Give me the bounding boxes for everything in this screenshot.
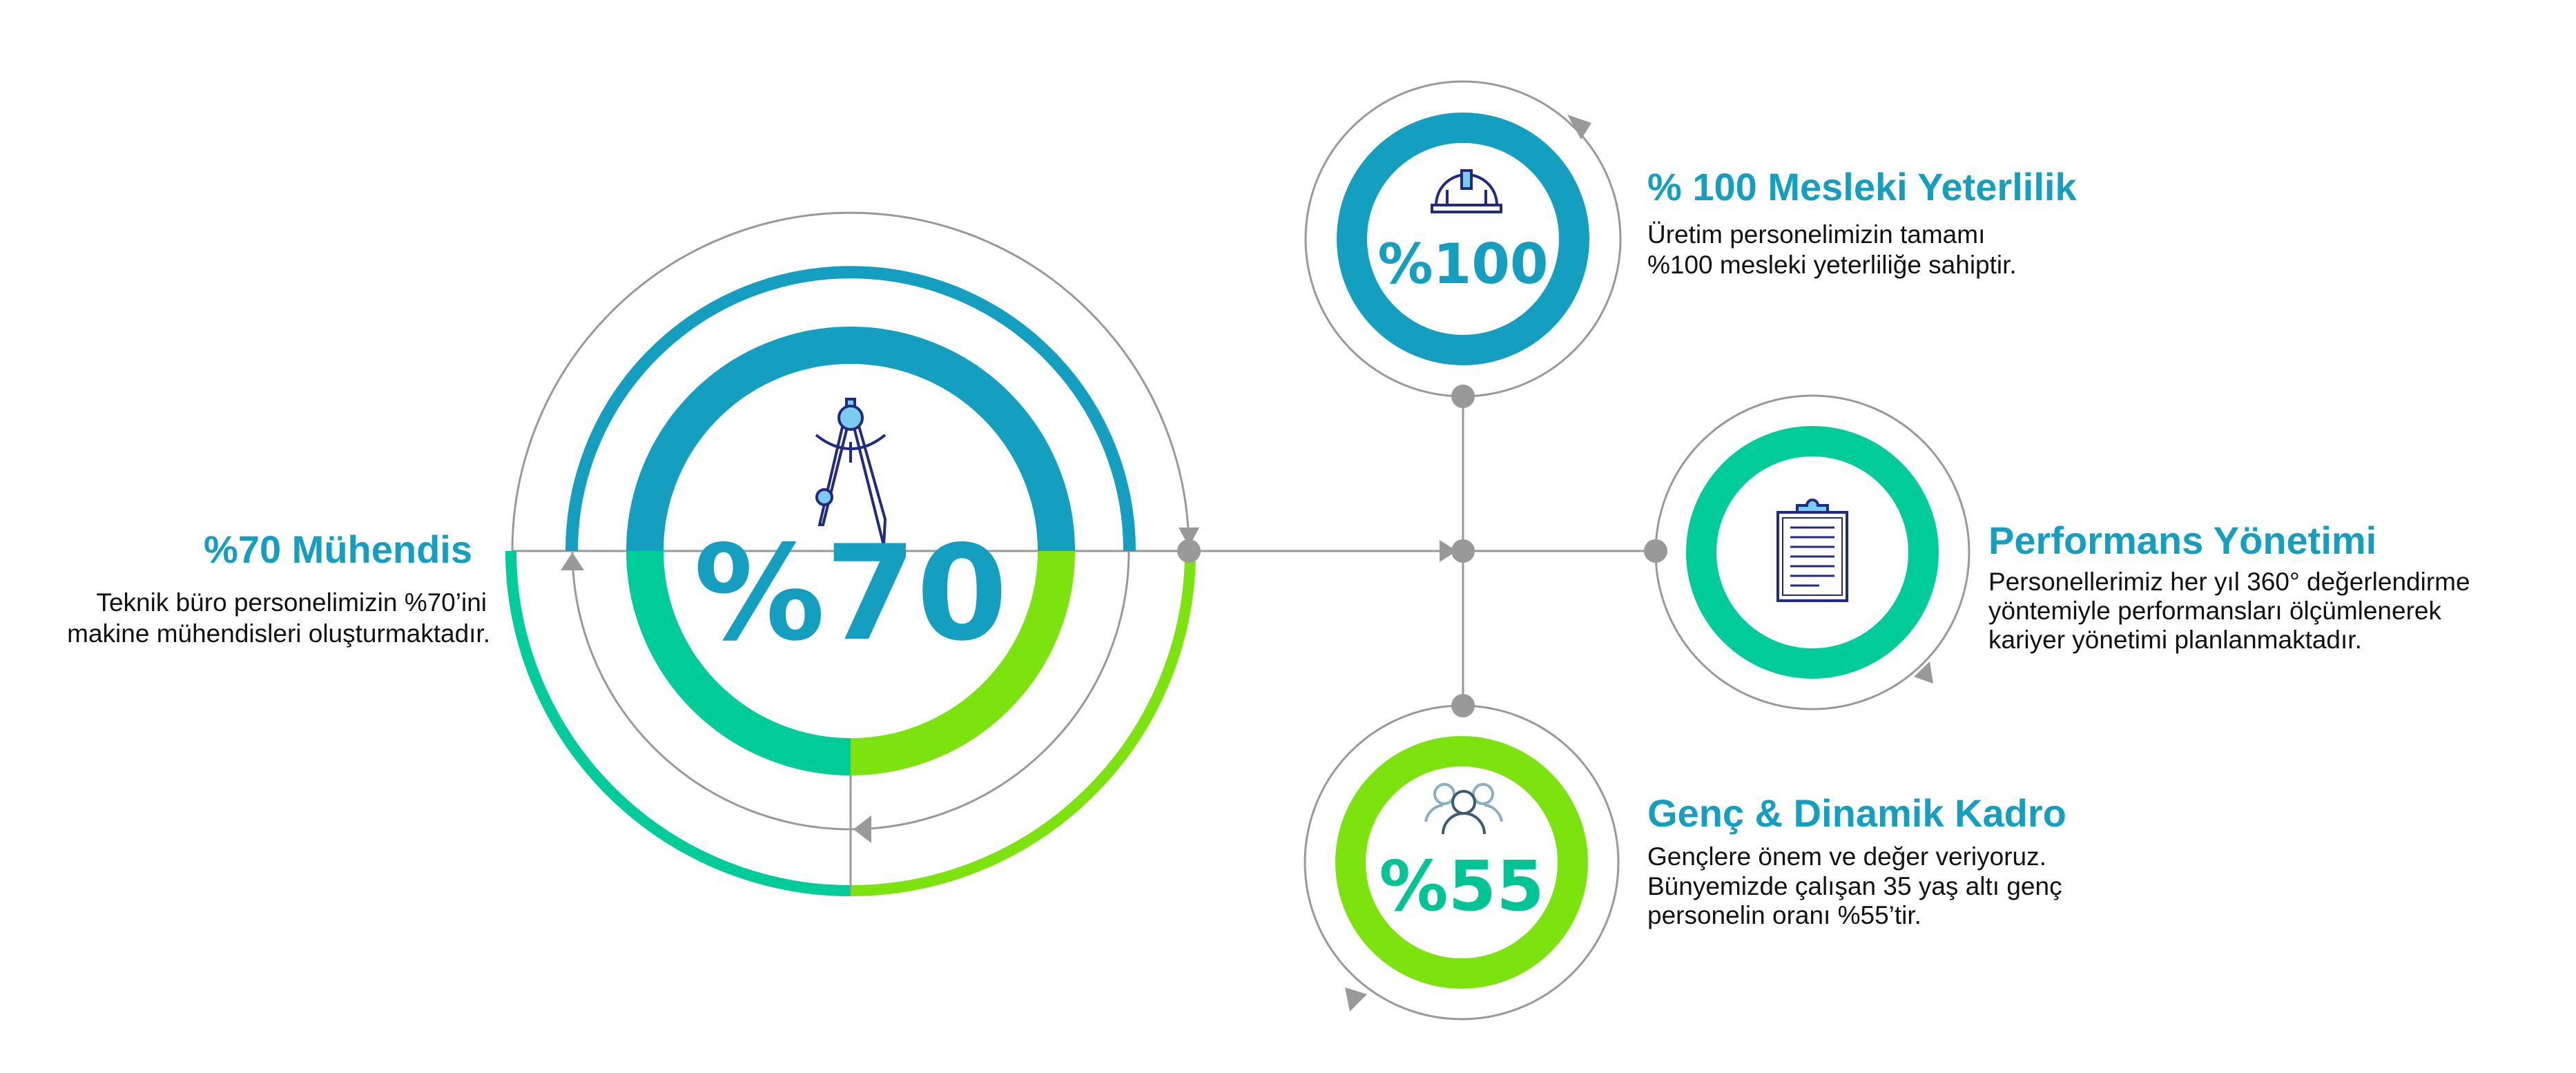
item-line: personelin oranı %55’tir. — [1647, 901, 1921, 929]
ring-teal — [1686, 426, 1939, 679]
orbit-circle — [1304, 704, 1620, 1021]
orbit-circle — [1654, 394, 1970, 710]
arrow-icon — [1567, 115, 1591, 139]
ring-top-blue — [565, 266, 1136, 552]
hub-dot — [1451, 539, 1475, 563]
orbit-circle — [1304, 80, 1622, 398]
item-line: Gençlere önem ve değer veriyoruz. — [1647, 842, 2046, 871]
item-line: Üretim personelimizin tamamı — [1647, 220, 1985, 249]
thick-ring-teal — [626, 550, 851, 775]
item-performans: Performans Yönetimi Personellerimiz her … — [1654, 394, 2470, 710]
item-line: Personellerimiz her yıl 360° değerlendir… — [1988, 568, 2470, 596]
people-icon — [1424, 783, 1503, 835]
item-title: % 100 Mesleki Yeterlilik — [1647, 165, 2077, 209]
item-genc-kadro: %55 Genç & Dinamik Kadro Gençlere önem v… — [1304, 704, 2066, 1021]
item-mesleki-yeterlilik: %100 % 100 Mesleki Yeterlilik Üretim per… — [1304, 80, 2077, 398]
main-title: %70 Mühendis — [204, 528, 472, 571]
main-value: %70 — [694, 517, 1008, 670]
item-line: kariyer yönetimi planlanmaktadır. — [1988, 626, 2362, 654]
arrow-down-icon — [1179, 528, 1199, 547]
thick-ring-blue — [626, 327, 1075, 552]
arrow-up-icon — [561, 552, 584, 570]
arrow-left-icon — [853, 815, 871, 843]
arrow-right-icon — [1440, 540, 1457, 562]
item-title: Genç & Dinamik Kadro — [1647, 791, 2066, 835]
ring-blue — [1337, 113, 1589, 365]
helmet-icon — [1431, 169, 1502, 213]
node-dot — [1177, 539, 1201, 563]
main-text: %70 Mühendis Teknik büro personelimizin … — [67, 528, 490, 648]
connector-arc-top — [511, 211, 1190, 552]
ring-bottom-lime — [850, 550, 1196, 896]
arrow-icon — [1345, 987, 1367, 1012]
ring-bottom-teal — [505, 550, 851, 896]
main-line: makine mühendisleri oluşturmaktadır. — [67, 619, 490, 648]
ring-lime — [1335, 736, 1588, 989]
thick-ring-lime — [850, 550, 1075, 775]
item-line: Bünyemizde çalışan 35 yaş altı genç — [1647, 872, 2062, 900]
main-circle: %70 — [505, 211, 1199, 896]
compass-icon — [815, 398, 887, 546]
item-line: yöntemiyle performansları ölçümlenerek — [1988, 597, 2441, 625]
main-line: Teknik büro personelimizin %70’ini — [96, 588, 487, 617]
item-title: Performans Yönetimi — [1988, 519, 2376, 562]
item-line: %100 mesleki yeterliliğe sahiptir. — [1647, 251, 2017, 279]
clipboard-icon — [1776, 499, 1848, 602]
item-value: %100 — [1377, 232, 1548, 296]
arrow-icon — [1914, 661, 1933, 684]
item-value: %55 — [1379, 846, 1544, 927]
